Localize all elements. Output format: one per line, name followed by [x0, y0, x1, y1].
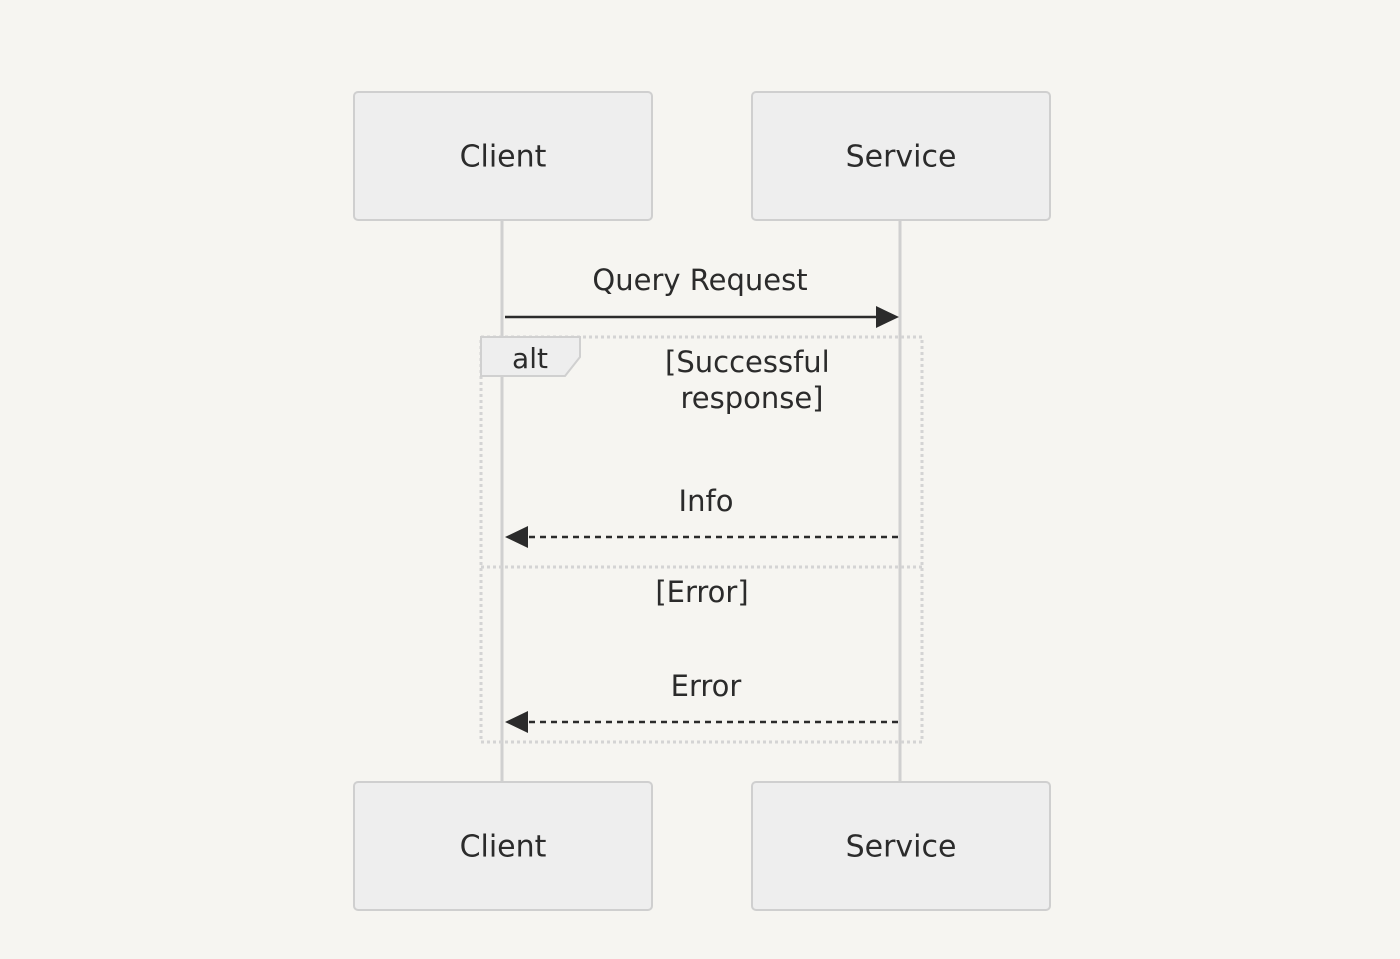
message-query-request: Query Request [505, 263, 899, 328]
message-error: Error [505, 669, 898, 733]
message-query-request-arrowhead [876, 306, 899, 328]
message-error-arrowhead [505, 711, 528, 733]
message-info: Info [505, 484, 898, 548]
actor-client-bottom-label: Client [460, 830, 547, 865]
actor-client-top-label: Client [460, 140, 547, 175]
alt-condition-success-line-1: [Successful [665, 345, 830, 379]
actor-service-bottom[interactable]: Service [751, 781, 1051, 911]
message-error-label: Error [671, 669, 742, 703]
message-info-arrowhead [505, 526, 528, 548]
alt-condition-success: [Successful response] [665, 345, 839, 415]
message-query-request-label: Query Request [592, 263, 807, 297]
alt-frame-keyword: alt [512, 342, 548, 375]
alt-condition-error: [Error] [655, 575, 748, 609]
alt-frame: alt [Successful response] [Error] [479, 335, 924, 744]
alt-frame-border [479, 335, 924, 744]
actor-service-top-label: Service [846, 140, 957, 175]
alt-frame-tab [480, 336, 581, 377]
alt-condition-success-line-2: response] [680, 381, 823, 415]
actor-service-top[interactable]: Service [751, 91, 1051, 221]
message-info-label: Info [679, 484, 734, 518]
actor-service-bottom-label: Service [846, 830, 957, 865]
actor-client-top[interactable]: Client [353, 91, 653, 221]
actor-client-bottom[interactable]: Client [353, 781, 653, 911]
